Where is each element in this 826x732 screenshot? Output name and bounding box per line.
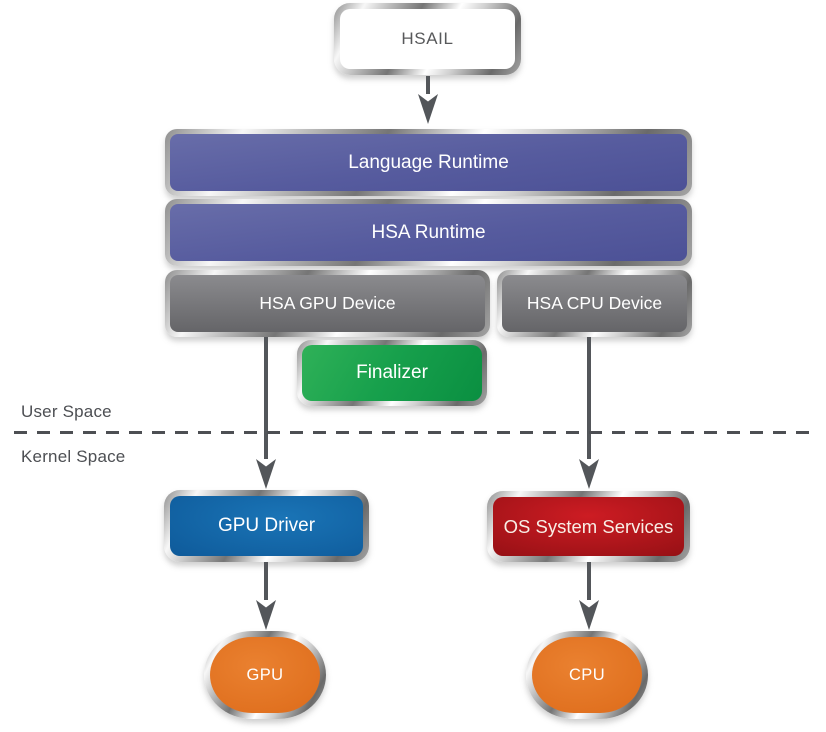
arrow-head-icon: [418, 94, 438, 124]
node-hsa-gpu-device-label: HSA GPU Device: [170, 275, 485, 332]
arrow-shaft: [587, 337, 591, 459]
node-finalizer: Finalizer: [297, 340, 487, 406]
node-hsa-gpu-device: HSA GPU Device: [165, 270, 490, 337]
node-hsa-cpu-device: HSA CPU Device: [497, 270, 692, 337]
arrow-cpu-device-to-os-services: [579, 337, 599, 489]
arrow-os-services-to-cpu: [579, 562, 599, 630]
node-cpu: CPU: [526, 631, 648, 719]
arrow-gpu-driver-to-gpu: [256, 562, 276, 630]
node-language-runtime: Language Runtime: [165, 129, 692, 196]
node-cpu-label: CPU: [532, 637, 642, 713]
arrow-head-icon: [579, 600, 599, 630]
node-os-system-services-label: OS System Services: [493, 497, 684, 556]
arrow-shaft: [426, 76, 430, 94]
node-hsail-label: HSAIL: [340, 9, 515, 69]
user-space-label: User Space: [21, 402, 112, 421]
user-kernel-divider: [14, 431, 813, 434]
arrow-gpu-device-to-gpu-driver: [256, 337, 276, 489]
node-finalizer-label: Finalizer: [302, 345, 482, 401]
node-hsa-cpu-device-label: HSA CPU Device: [502, 275, 687, 332]
node-gpu-driver-label: GPU Driver: [170, 496, 363, 556]
arrow-head-icon: [256, 459, 276, 489]
node-gpu-label: GPU: [210, 637, 320, 713]
node-language-runtime-label: Language Runtime: [170, 134, 687, 191]
node-gpu-driver: GPU Driver: [164, 490, 369, 562]
arrow-shaft: [264, 562, 268, 600]
arrow-shaft: [587, 562, 591, 600]
node-hsail: HSAIL: [334, 3, 521, 75]
arrow-head-icon: [579, 459, 599, 489]
kernel-space-label: Kernel Space: [21, 447, 126, 466]
node-gpu: GPU: [204, 631, 326, 719]
arrow-hsail-to-language-runtime: [418, 76, 438, 124]
node-hsa-runtime-label: HSA Runtime: [170, 204, 687, 261]
arrow-head-icon: [256, 600, 276, 630]
node-hsa-runtime: HSA Runtime: [165, 199, 692, 266]
node-os-system-services: OS System Services: [487, 491, 690, 562]
arrow-shaft: [264, 337, 268, 459]
